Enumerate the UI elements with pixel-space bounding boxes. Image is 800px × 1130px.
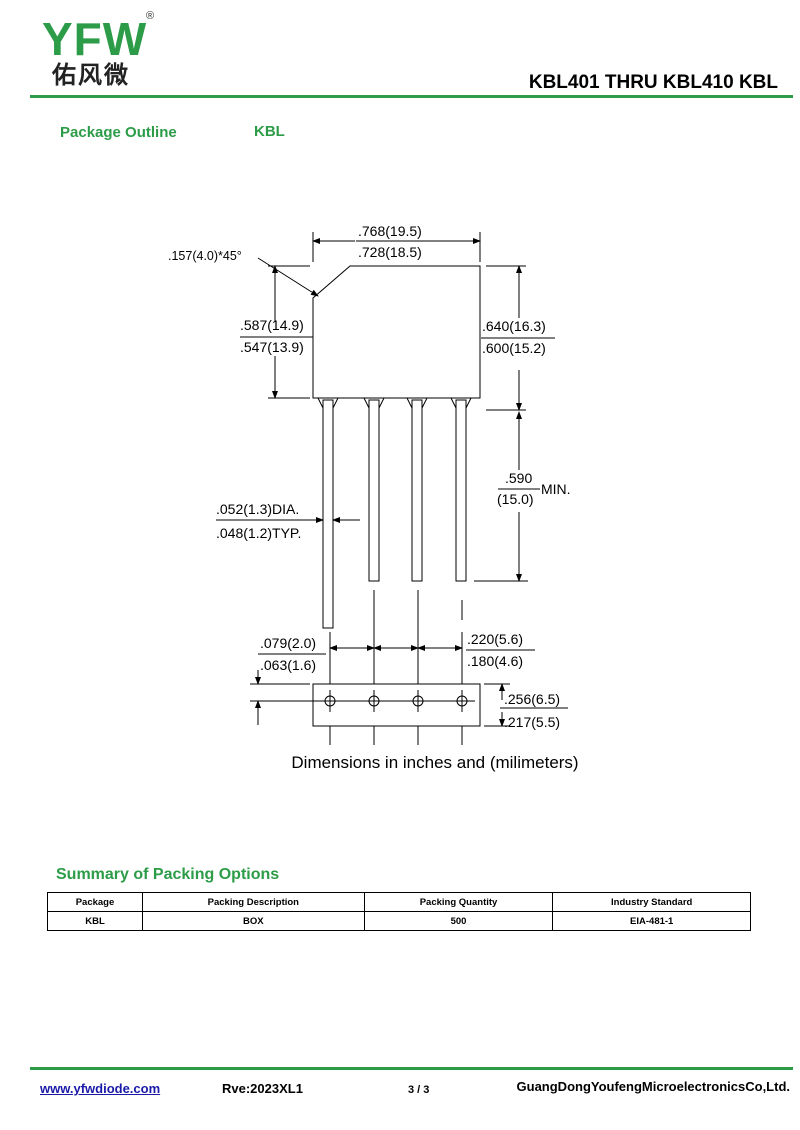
dim-pitch-left-max: .079(2.0) (260, 635, 316, 651)
dim-lead-dia-min: .048(1.2)TYP. (216, 525, 301, 541)
table-cell: KBL (47, 911, 143, 931)
footer-divider (30, 1067, 793, 1070)
company-name: GuangDongYoufengMicroelectronicsCo,Ltd. (516, 1079, 790, 1094)
lead-4 (455, 399, 467, 582)
logo-text: YFW (42, 13, 148, 65)
dim-width-min: .728(18.5) (358, 244, 422, 260)
column-header: Packing Description (141, 892, 365, 912)
table-header-row: Package Packing Description Packing Quan… (47, 892, 751, 912)
dim-pitch-max: .220(5.6) (467, 631, 523, 647)
dim-left-height-min: .547(13.9) (240, 339, 304, 355)
lead-3 (411, 399, 423, 582)
dim-chamfer: .157(4.0)*45° (168, 249, 242, 263)
lead-2 (368, 399, 380, 582)
packing-summary-label: Summary of Packing Options (56, 866, 280, 883)
dim-pitch-min: .180(4.6) (467, 653, 523, 669)
registered-mark: ® (146, 10, 155, 22)
table-cell: BOX (141, 911, 365, 931)
package-name-label: KBL (254, 123, 285, 140)
dimensions-caption: Dimensions in inches and (milimeters) (291, 753, 579, 772)
dim-left-height-max: .587(14.9) (240, 317, 304, 333)
dim-lead-length-mm: (15.0) (497, 491, 534, 507)
lead-1 (322, 399, 334, 629)
dim-lead-dia-max: .052(1.3)DIA. (216, 501, 299, 517)
dim-bottom-height-min: .217(5.5) (504, 714, 560, 730)
package-outline-drawing: .768(19.5) .728(18.5) .157(4.0)*45° .587… (168, 223, 571, 745)
dim-lead-length-in: .590 (505, 470, 532, 486)
column-header: Packing Quantity (363, 892, 554, 912)
column-header: Industry Standard (552, 892, 751, 912)
table-cell: EIA-481-1 (552, 911, 751, 931)
packing-table: Package Packing Description Packing Quan… (47, 892, 751, 931)
logo-chinese-text: 佑风微 (52, 61, 130, 89)
page-number: 3 / 3 (408, 1084, 430, 1096)
header-divider (30, 95, 793, 98)
dim-lead-length-suffix: MIN. (541, 481, 571, 497)
dim-right-height-max: .640(16.3) (482, 318, 546, 334)
table-cell: 500 (363, 911, 554, 931)
dim-right-height-min: .600(15.2) (482, 340, 546, 356)
package-body (312, 265, 481, 399)
website-link[interactable]: www.yfwdiode.com (40, 1081, 161, 1096)
column-header: Package (47, 892, 143, 912)
dim-bottom-height-max: .256(6.5) (504, 691, 560, 707)
bottom-view-body (312, 683, 481, 727)
dim-width-max: .768(19.5) (358, 223, 422, 239)
dim-pitch-left-min: .063(1.6) (260, 657, 316, 673)
revision-text: Rve:2023XL1 (222, 1081, 303, 1096)
package-outline-label: Package Outline (60, 124, 177, 141)
page-title: KBL401 THRU KBL410 KBL (528, 72, 778, 93)
table-row: KBL BOX 500 EIA-481-1 (47, 911, 751, 931)
